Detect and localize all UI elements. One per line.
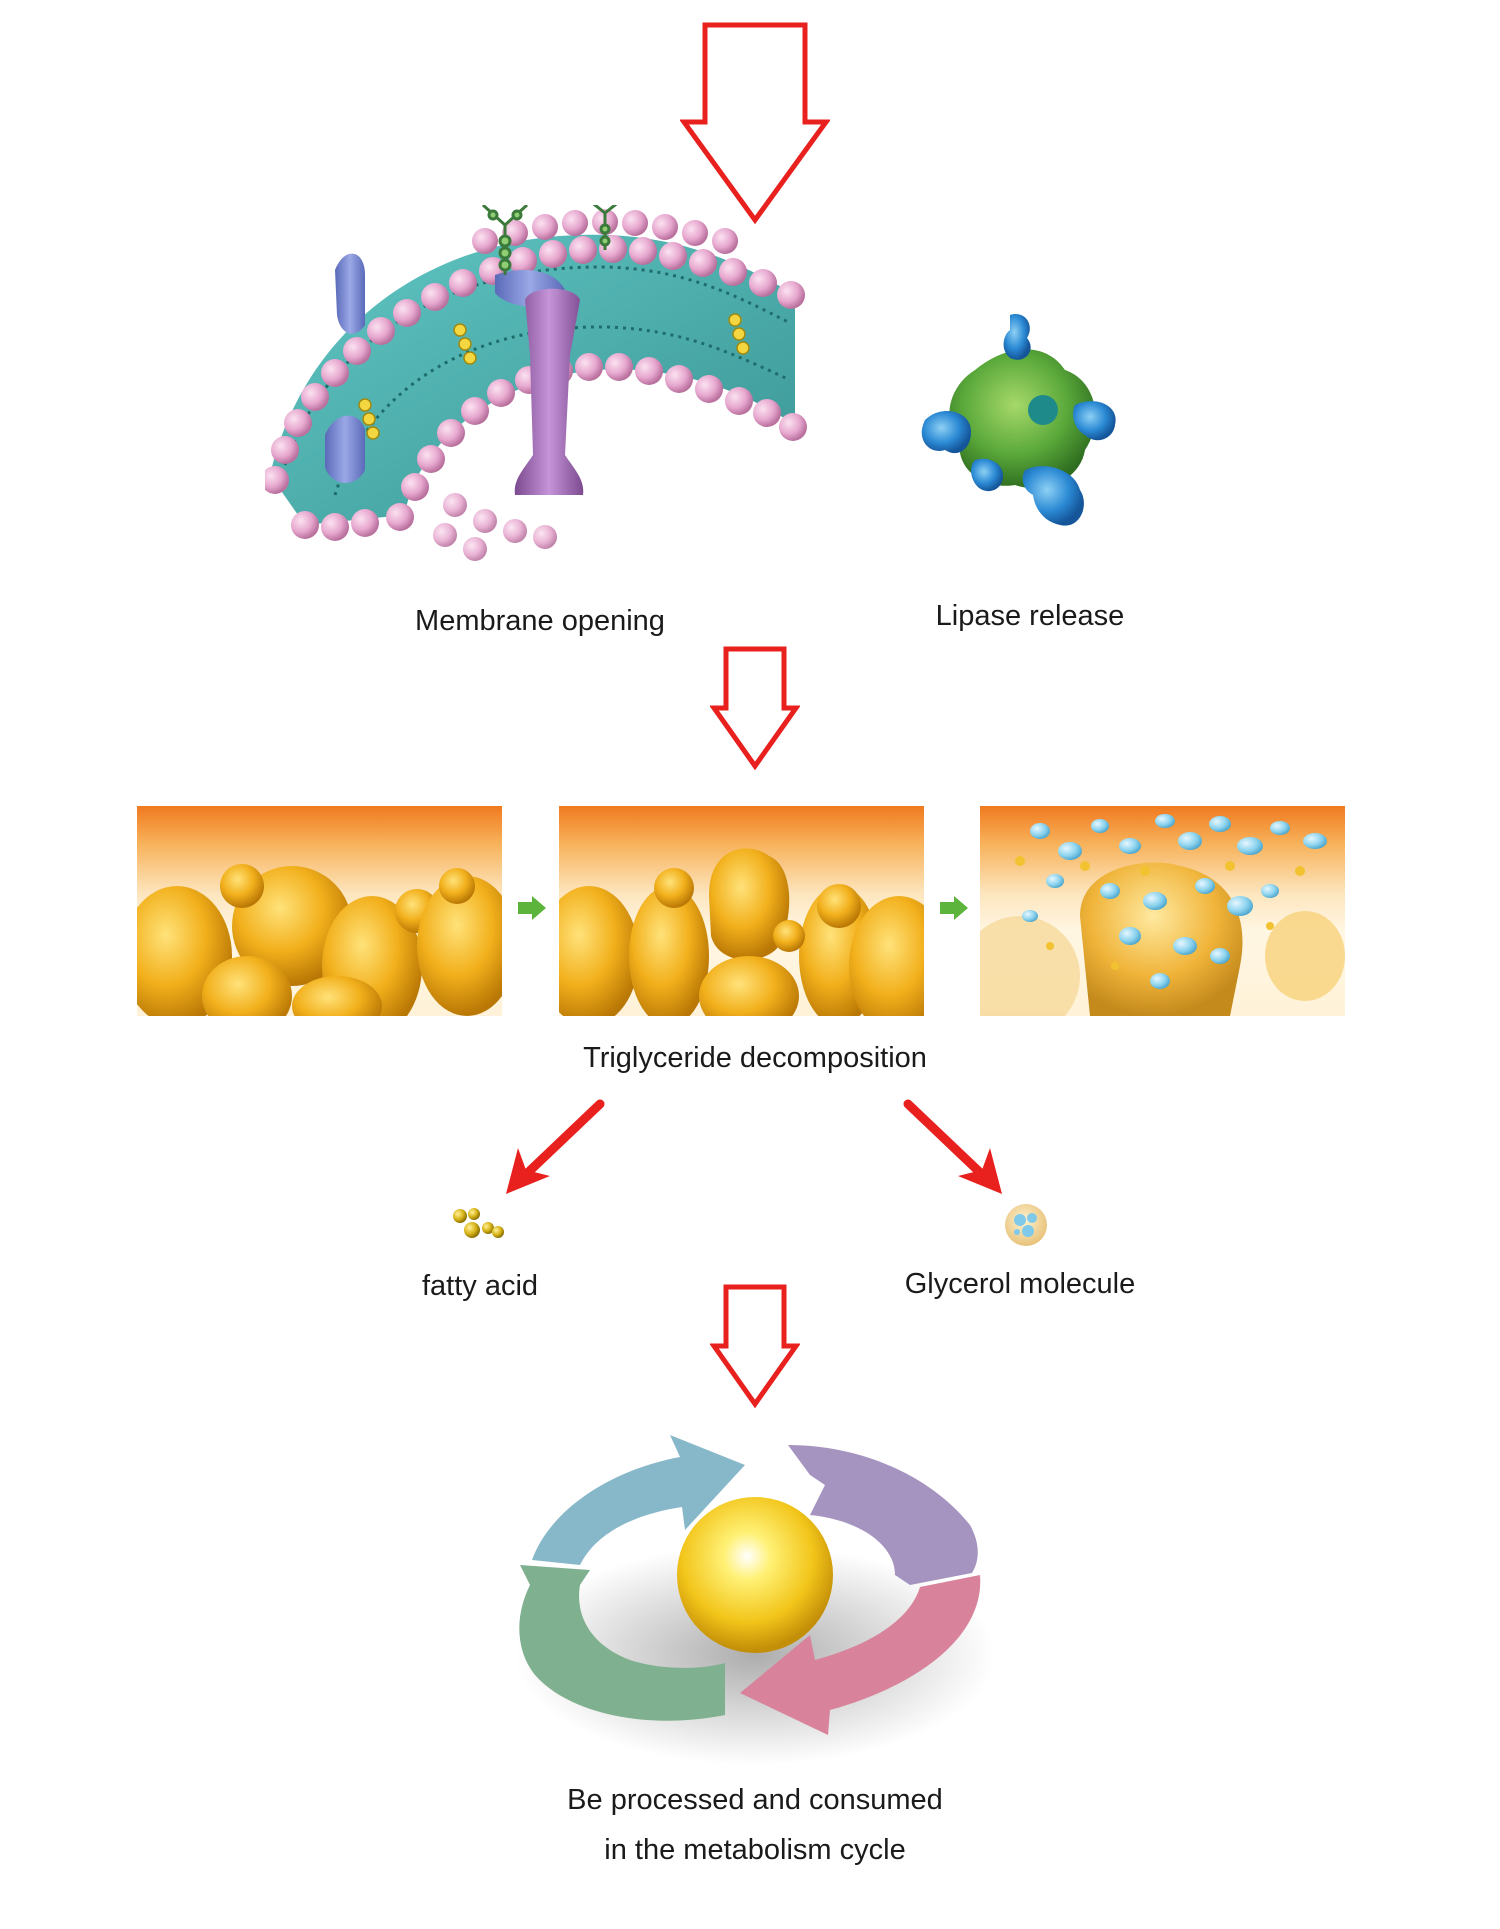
fatty-acid-icon [453, 1208, 504, 1238]
metabolism-label-line1: Be processed and consumed [567, 1784, 943, 1816]
flow-arrow-2 [710, 646, 800, 770]
small-green-arrow-2 [940, 896, 968, 920]
membrane-opening-label: Membrane opening [415, 605, 665, 637]
flow-arrow-right-diagonal [903, 1099, 1002, 1194]
fat-panel-3 [980, 806, 1345, 1016]
fat-panel-2 [559, 806, 924, 1016]
lipase-release-label: Lipase release [935, 600, 1125, 632]
glycerol-molecule-icon [1005, 1204, 1047, 1246]
fat-panel-1 [137, 806, 502, 1016]
flow-arrow-3 [710, 1284, 800, 1408]
fatty-acid-label: fatty acid [421, 1270, 539, 1302]
small-green-arrow-1 [518, 896, 546, 920]
metabolism-cycle-illustration [515, 1435, 995, 1765]
glycerol-molecule-label: Glycerol molecule [904, 1268, 1136, 1300]
cell-membrane-illustration [265, 205, 807, 561]
metabolism-label-line2: in the metabolism cycle [604, 1834, 906, 1866]
lipase-enzyme-illustration [921, 314, 1116, 526]
flow-arrow-top [680, 22, 830, 224]
flow-arrow-left-diagonal [506, 1099, 605, 1194]
triglyceride-decomposition-label: Triglyceride decomposition [583, 1042, 927, 1074]
